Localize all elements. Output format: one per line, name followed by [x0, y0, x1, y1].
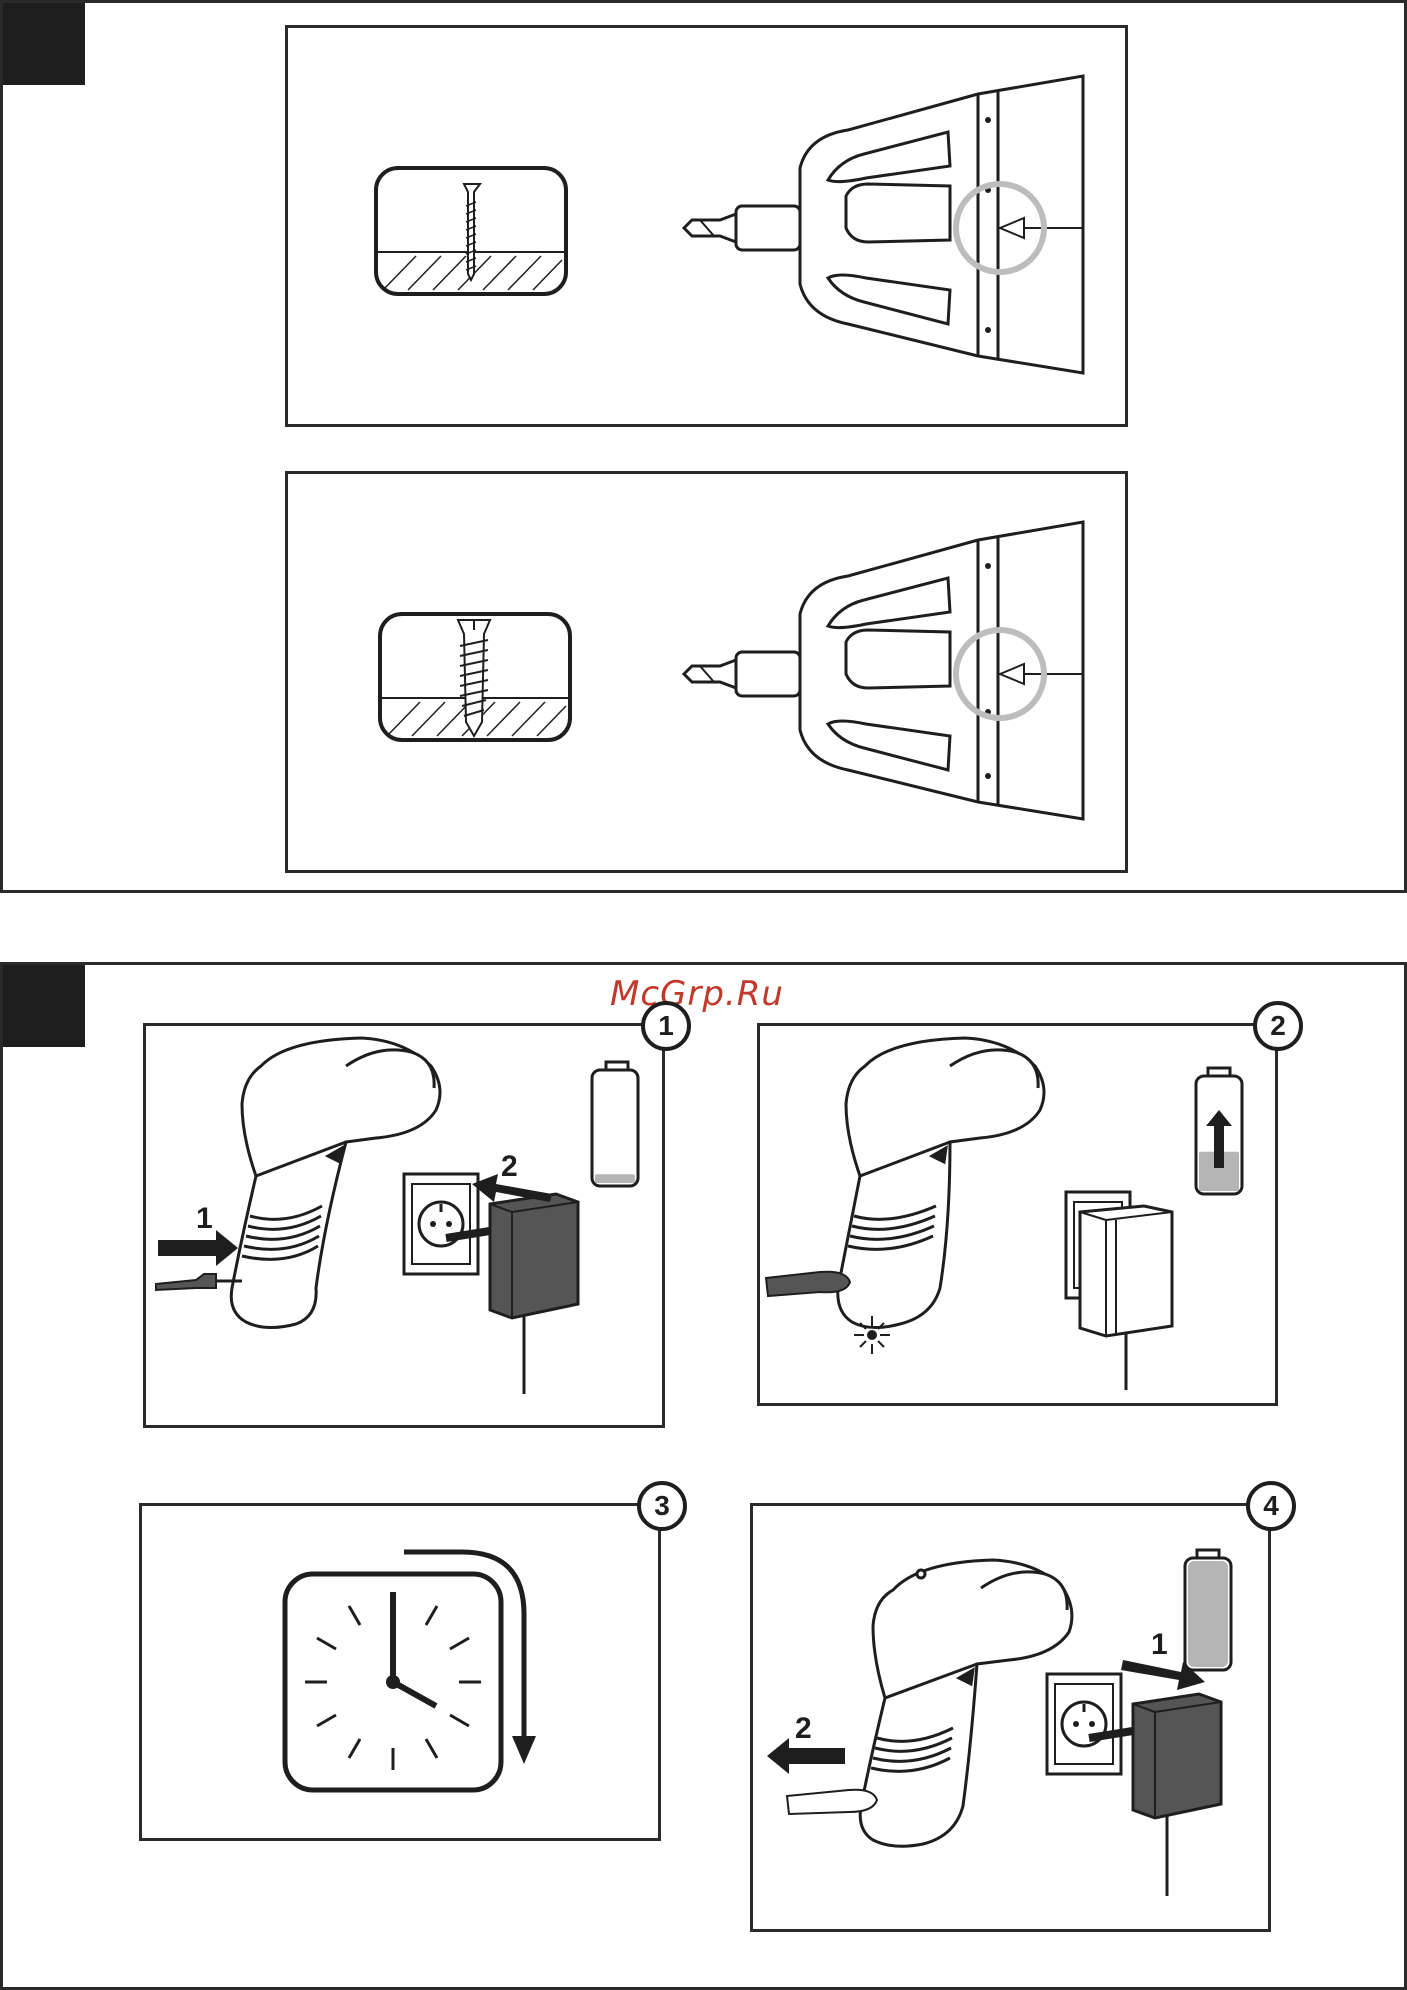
charger-plug — [156, 1274, 242, 1290]
section-torque-setting — [0, 0, 1407, 893]
clock-icon — [285, 1574, 501, 1790]
screw-icon — [376, 168, 566, 294]
screwdriver-body — [860, 1560, 1072, 1846]
battery-icon — [592, 1062, 638, 1186]
battery-icon — [1196, 1068, 1242, 1194]
screwdriver-icon — [684, 76, 1083, 373]
arrow-plug-in: 1 — [158, 1202, 238, 1266]
screwdriver-body — [838, 1038, 1044, 1328]
section-corner-marker — [3, 3, 85, 85]
step-number-badge: 3 — [637, 1481, 687, 1531]
step-number-badge: 4 — [1246, 1481, 1296, 1531]
arrow-label-2: 2 — [501, 1150, 518, 1183]
step-number-badge: 1 — [641, 1001, 691, 1051]
watermark: McGrp.Ru — [610, 974, 784, 1014]
power-socket-icon — [1047, 1674, 1121, 1774]
step-number-badge: 2 — [1253, 1001, 1303, 1051]
charger-plug — [787, 1790, 877, 1814]
arrow-plug-socket: 2 — [472, 1150, 552, 1202]
panel-step-1: 1 2 1 — [143, 1023, 665, 1428]
panel-step-3: 3 — [139, 1503, 661, 1841]
charger-adapter-icon — [1080, 1206, 1172, 1390]
screwdriver-icon — [684, 522, 1083, 819]
arrow-label-1: 1 — [1151, 1628, 1168, 1661]
arrow-label-2: 2 — [795, 1712, 812, 1745]
panel-wood-screw — [285, 471, 1128, 873]
panel-step-2: 2 — [757, 1023, 1278, 1406]
section-corner-marker — [3, 965, 85, 1047]
arrow-label-1: 1 — [196, 1202, 213, 1235]
power-socket-icon — [404, 1174, 478, 1274]
panel-countersunk-screw — [285, 25, 1128, 427]
screw-icon — [380, 614, 570, 740]
panel-step-4: 2 1 4 — [750, 1503, 1271, 1932]
arrow-unplug-tool: 2 — [767, 1712, 845, 1774]
battery-icon — [1185, 1550, 1231, 1670]
